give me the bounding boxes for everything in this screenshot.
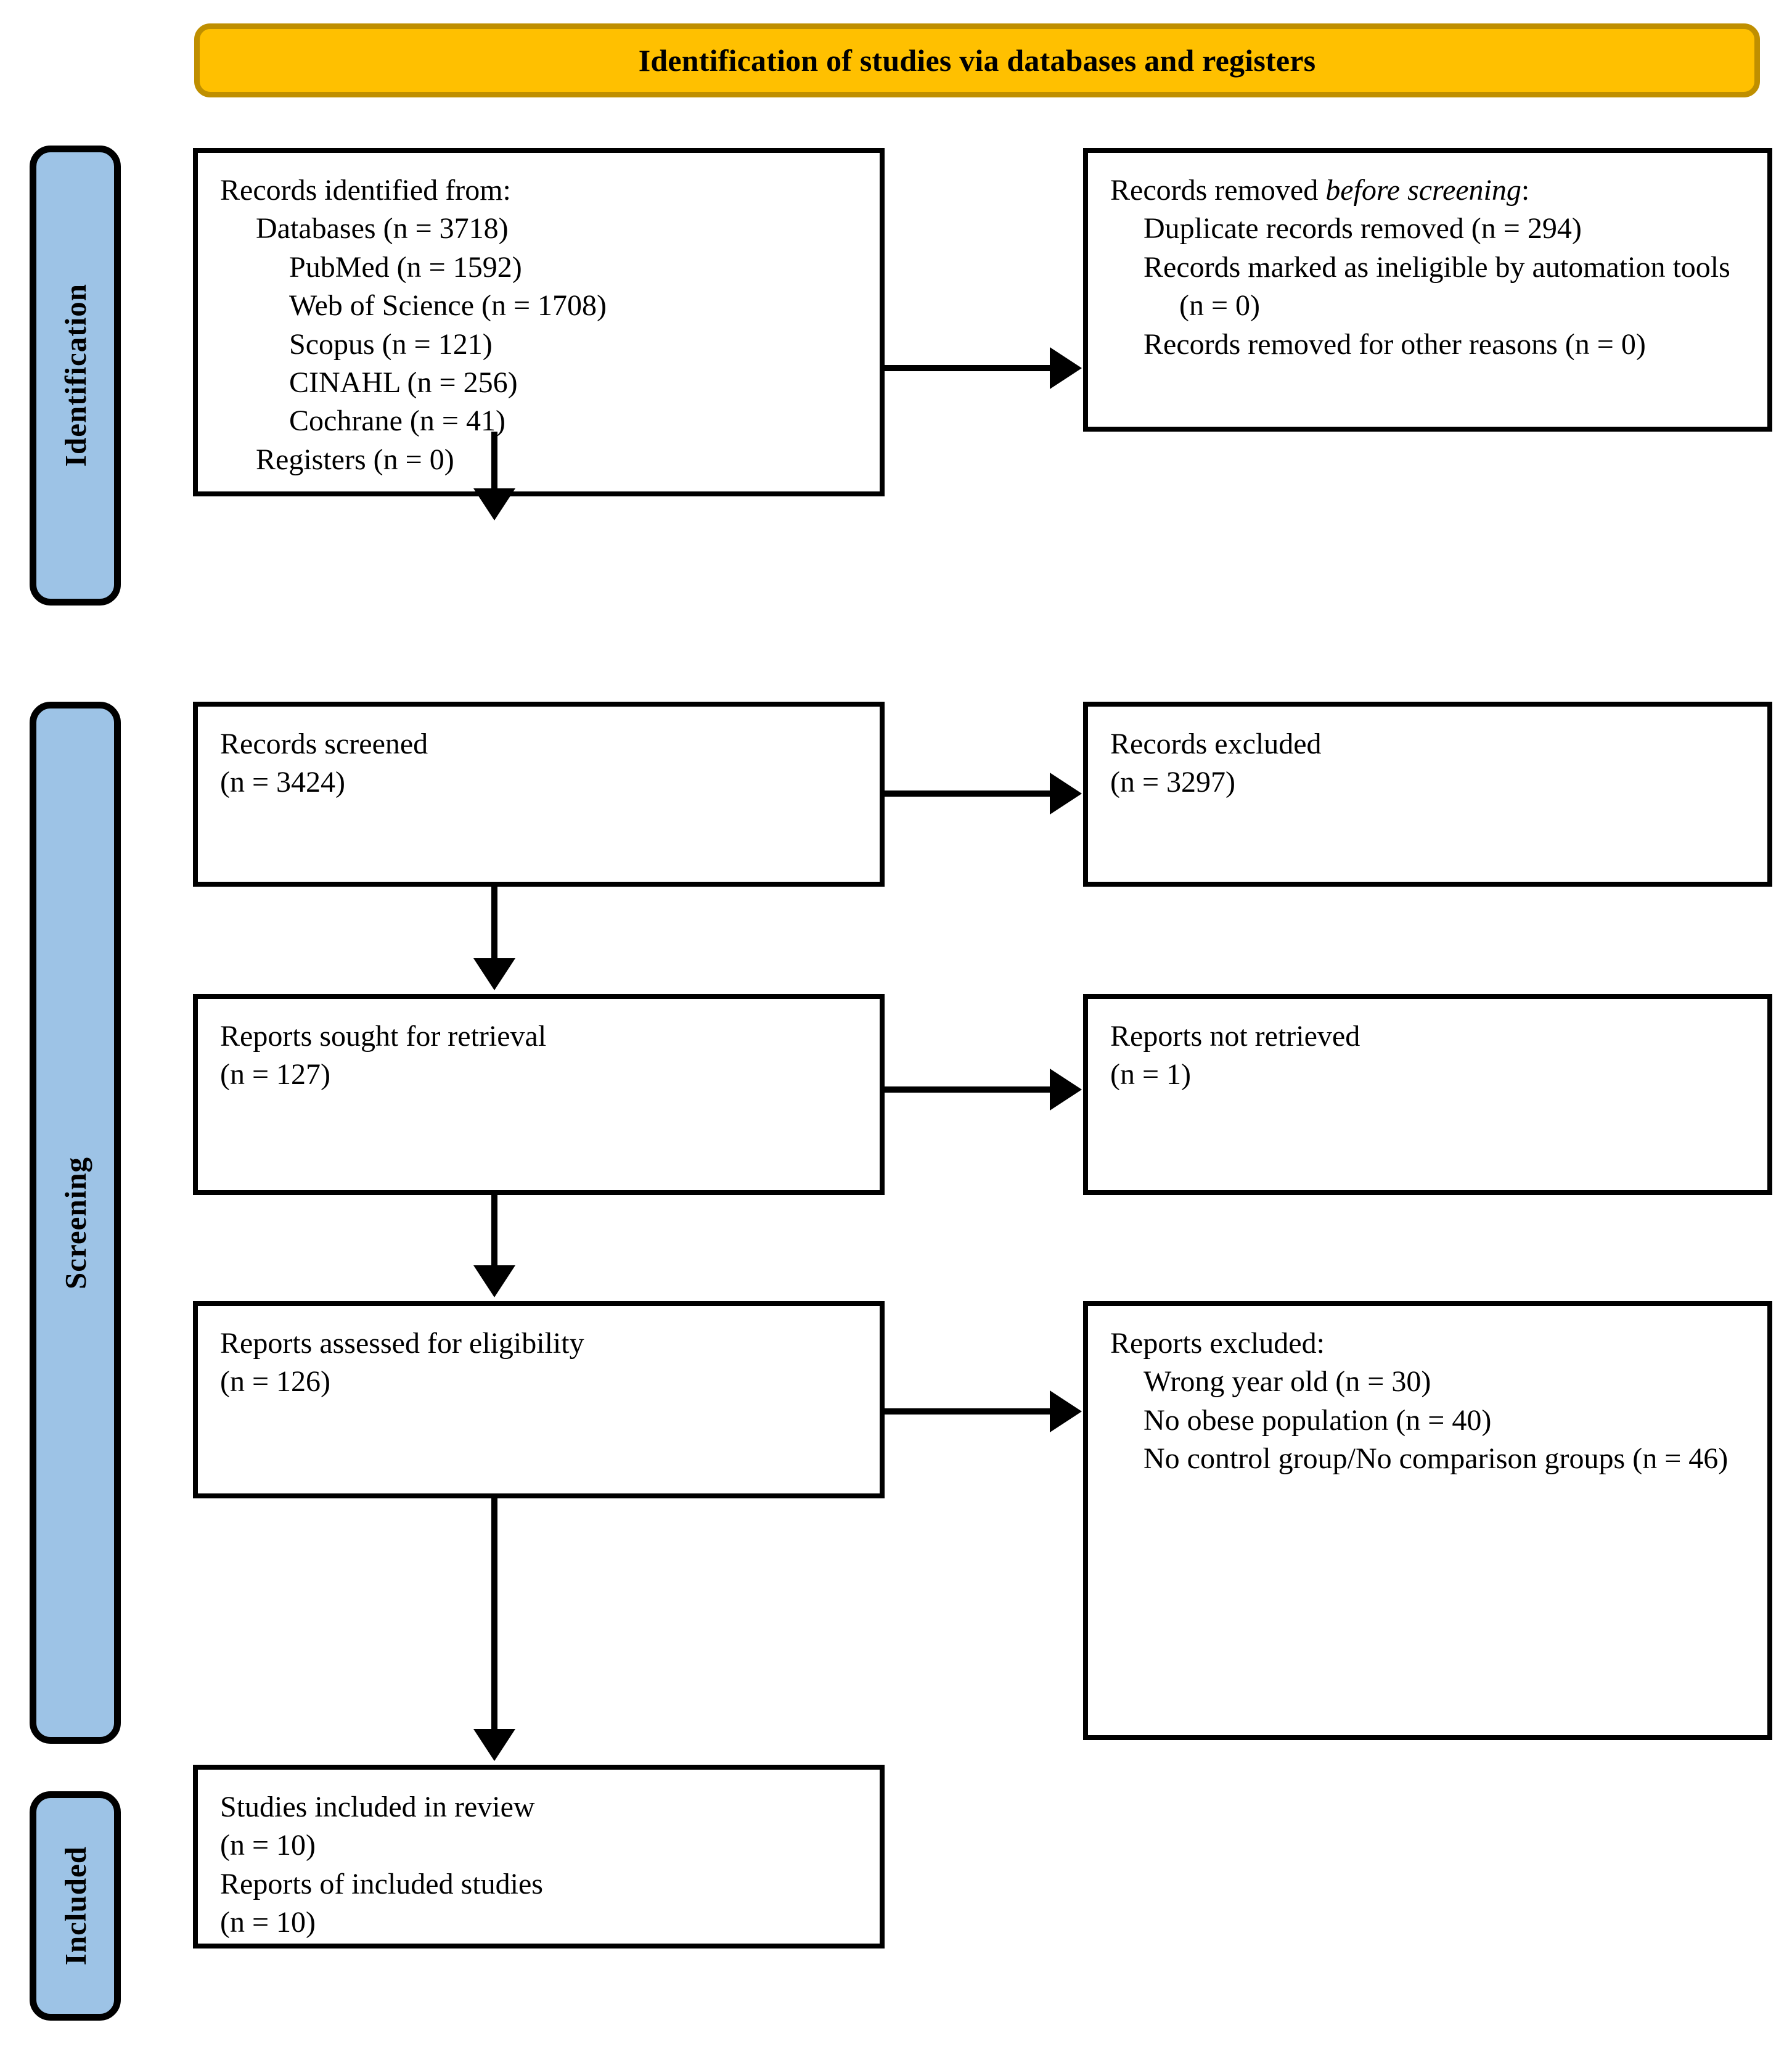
connector-line-sought-to-assessed [491, 1195, 497, 1268]
box-records-excluded: Records excluded (n = 3297) [1083, 702, 1772, 887]
reports-assessed-count: (n = 126) [220, 1365, 331, 1398]
arrowhead-right-to-reports-excluded [1050, 1390, 1082, 1432]
diagram-header-banner: Identification of studies via databases … [194, 23, 1760, 97]
box-reports-not-retrieved: Reports not retrieved (n = 1) [1083, 994, 1772, 1195]
reports-sought-label: Reports sought for retrieval [220, 1020, 547, 1053]
records-identified-cochrane: Cochrane (n = 41) [289, 404, 505, 438]
records-identified-pubmed: PubMed (n = 1592) [289, 250, 522, 284]
reports-included-label: Reports of included studies [220, 1867, 543, 1900]
records-identified-registers: Registers (n = 0) [256, 443, 454, 476]
arrowhead-down-to-included [473, 1729, 515, 1761]
records-removed-ineligible: Records marked as ineligible by automati… [1144, 250, 1738, 322]
arrowhead-right-to-excluded [1050, 773, 1082, 815]
box-records-identified: Records identified from: Databases (n = … [193, 148, 885, 497]
connector-line-assessed-to-included [491, 1498, 497, 1731]
reports-excluded-title: Reports excluded: [1110, 1327, 1325, 1360]
box-studies-included: Studies included in review (n = 10) Repo… [193, 1765, 885, 1948]
records-removed-title-italic: before screening [1325, 174, 1521, 207]
records-removed-other: Records removed for other reasons (n = 0… [1144, 327, 1646, 361]
connector-line-identified-to-screened [491, 432, 497, 491]
records-identified-title: Records identified from: [220, 174, 511, 207]
reports-excluded-wrong-year: Wrong year old (n = 30) [1144, 1365, 1431, 1398]
records-excluded-label: Records excluded [1110, 728, 1322, 760]
records-excluded-count: (n = 3297) [1110, 766, 1236, 799]
stage-label-included: Included [30, 1791, 121, 2021]
records-screened-count: (n = 3424) [220, 766, 346, 799]
arrowhead-down-to-screened [473, 488, 515, 520]
connector-line-screened-to-excluded [885, 790, 1051, 797]
records-identified-scopus: Scopus (n = 121) [289, 327, 493, 361]
reports-included-count: (n = 10) [220, 1906, 316, 1939]
arrowhead-right-to-not-retrieved [1050, 1069, 1082, 1111]
studies-included-label: Studies included in review [220, 1791, 535, 1823]
records-identified-databases: Databases (n = 3718) [256, 212, 509, 245]
connector-line-sought-to-not-retrieved [885, 1086, 1051, 1093]
reports-not-retrieved-label: Reports not retrieved [1110, 1020, 1360, 1053]
reports-not-retrieved-count: (n = 1) [1110, 1058, 1192, 1091]
records-removed-title-prefix: Records removed [1110, 174, 1326, 207]
studies-included-count: (n = 10) [220, 1829, 316, 1862]
records-identified-web-of-science: Web of Science (n = 1708) [289, 289, 607, 322]
records-removed-title: Records removed before screening: [1110, 171, 1751, 210]
stage-label-identification: Identification [30, 146, 121, 606]
box-reports-sought: Reports sought for retrieval (n = 127) [193, 994, 885, 1195]
box-reports-excluded-reasons: Reports excluded: Wrong year old (n = 30… [1083, 1301, 1772, 1740]
box-reports-assessed: Reports assessed for eligibility (n = 12… [193, 1301, 885, 1498]
reports-excluded-no-obese: No obese population (n = 40) [1144, 1403, 1492, 1437]
arrowhead-down-to-assessed [473, 1265, 515, 1297]
records-removed-title-suffix: : [1521, 174, 1530, 207]
records-screened-label: Records screened [220, 728, 428, 760]
reports-assessed-label: Reports assessed for eligibility [220, 1327, 584, 1360]
arrowhead-right-to-removed [1050, 347, 1082, 389]
stage-label-screening: Screening [30, 702, 121, 1744]
stage-label-included-text: Included [58, 1846, 92, 1966]
stage-label-screening-text: Screening [58, 1156, 92, 1289]
box-records-removed: Records removed before screening: Duplic… [1083, 148, 1772, 432]
reports-sought-count: (n = 127) [220, 1058, 331, 1091]
diagram-title: Identification of studies via databases … [638, 43, 1316, 78]
connector-line-assessed-to-reports-excluded [885, 1408, 1051, 1415]
stage-label-identification-text: Identification [58, 284, 92, 467]
reports-excluded-no-control: No control group/No comparison groups (n… [1144, 1442, 1729, 1476]
records-removed-duplicates: Duplicate records removed (n = 294) [1144, 212, 1582, 245]
connector-line-identified-to-removed [885, 365, 1051, 371]
box-records-screened: Records screened (n = 3424) [193, 702, 885, 887]
connector-line-screened-to-sought [491, 887, 497, 961]
records-identified-cinahl: CINAHL (n = 256) [289, 366, 518, 399]
arrowhead-down-to-sought [473, 958, 515, 990]
